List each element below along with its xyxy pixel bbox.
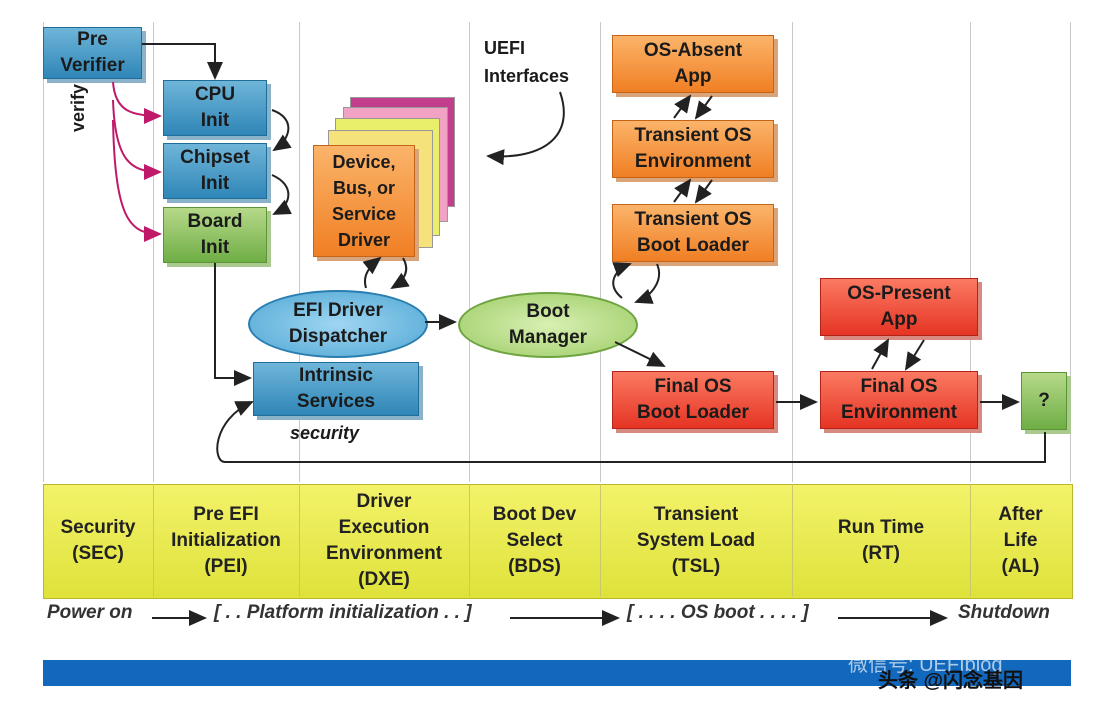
boot-manager: Boot Manager — [458, 292, 638, 358]
intrinsic-services-box: Intrinsic Services — [253, 362, 419, 416]
verify-arrow-cpu — [112, 81, 162, 124]
timeline-os-boot: [ . . . . OS boot . . . . ] — [627, 602, 809, 623]
phase-sec: Security (SEC) — [60, 516, 136, 564]
toutiao-watermark: 头条 @闪念基因 — [878, 670, 1024, 692]
final-os-boot-loader-box: Final OS Boot Loader — [612, 371, 774, 429]
phase-divider — [153, 484, 154, 597]
arrow-cpu-chipset — [271, 109, 292, 152]
phase-tsl: Transient System Load (TSL) — [636, 503, 756, 577]
final-os-environment-box: Final OS Environment — [820, 371, 978, 429]
board-init-box: Board Init — [163, 207, 267, 263]
phase-bds: Boot Dev Select (BDS) — [492, 503, 577, 577]
transient-os-environment-box: Transient OS Environment — [612, 120, 774, 178]
arrow-presentapp-env — [904, 339, 925, 371]
phase-separator — [792, 22, 793, 482]
arrow-bootmanager-finalloader — [614, 341, 666, 367]
arrow-security-loop — [216, 401, 1046, 463]
arrow-board-intrinsic — [214, 263, 252, 386]
timeline-power-on: Power on — [47, 602, 133, 623]
arrow-chipset-board — [271, 174, 292, 215]
arrow-absent-env — [694, 95, 713, 120]
arrow-loader-env — [673, 178, 692, 203]
arrow-driver-dispatcher — [390, 257, 410, 290]
chipset-init-box: Chipset Init — [163, 143, 267, 199]
device-driver-box: Device, Bus, or Service Driver — [313, 145, 415, 257]
phase-rt: Run Time (RT) — [837, 516, 925, 564]
phase-dxe: Driver Execution Environment (DXE) — [325, 490, 443, 590]
cpu-init-box: CPU Init — [163, 80, 267, 136]
after-life-box: ? — [1021, 372, 1067, 430]
security-label: security — [290, 423, 360, 443]
phase-divider — [600, 484, 601, 597]
arrow-env-loader — [694, 179, 713, 204]
phase-separator — [299, 22, 300, 482]
verify-arrow-chipset — [112, 99, 162, 180]
arrow-dispatcher-driver — [362, 256, 382, 289]
transient-os-boot-loader-box: Transient OS Boot Loader — [612, 204, 774, 262]
uefi-interfaces-label: UEFI Interfaces — [484, 38, 570, 86]
arrow-bootmanager-transient — [612, 262, 632, 299]
phase-separator — [43, 22, 44, 482]
arrow-env-presentapp — [871, 338, 889, 370]
verify-arrow-board — [112, 119, 162, 242]
arrow-preverifier-cpu — [142, 43, 223, 80]
phase-divider — [469, 484, 470, 597]
phase-divider — [792, 484, 793, 597]
timeline-platform-init: [ . . Platform initialization . . ] — [214, 602, 472, 623]
pre-verifier-box: Pre Verifier — [43, 27, 142, 79]
phase-divider — [299, 484, 300, 597]
os-present-app-box: OS-Present App — [820, 278, 978, 336]
phase-separator — [1070, 22, 1071, 482]
wechat-watermark: 微信号: UEFIblog — [848, 654, 1003, 676]
phase-pei: Pre EFI Initialization (PEI) — [171, 503, 281, 577]
arrow-env-absent — [673, 94, 692, 119]
arrow-transient-bootmanager — [634, 263, 660, 304]
efi-driver-dispatcher: EFI Driver Dispatcher — [248, 290, 428, 358]
phase-al: After Life (AL) — [998, 503, 1043, 577]
phase-separator — [600, 22, 601, 482]
timeline-shutdown: Shutdown — [958, 602, 1050, 623]
phase-separator — [469, 22, 470, 482]
phase-bar — [43, 484, 1073, 599]
arrow-uefi-interfaces — [486, 91, 565, 166]
bottom-blue-bar — [43, 660, 1071, 686]
phase-divider — [970, 484, 971, 597]
phase-separator — [153, 22, 154, 482]
os-absent-app-box: OS-Absent App — [612, 35, 774, 93]
phase-separator — [970, 22, 971, 482]
